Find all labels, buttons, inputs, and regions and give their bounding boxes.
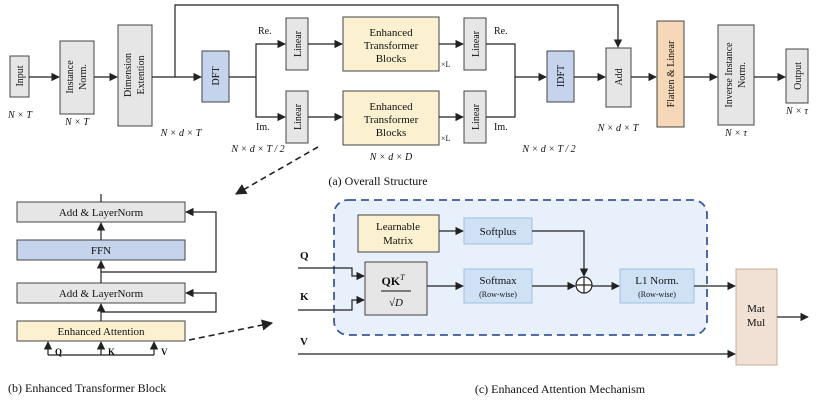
softmax-box [463, 268, 533, 304]
add-layernorm-bottom-label: Add & LayerNorm [59, 288, 144, 300]
dimension-extention-label-2: Extention [136, 56, 147, 95]
qkt-label: QKT [381, 273, 405, 288]
etb-im-label-1: Enhanced [369, 101, 413, 113]
attention-caption: (c) Enhanced Attention Mechanism [475, 382, 646, 396]
linear-im-left-label: Linear [293, 103, 304, 130]
q-label: Q [300, 250, 309, 262]
idft-box [546, 50, 575, 103]
attention-mechanism: Learnable Matrix Softplus QKT √D Softmax… [298, 199, 809, 396]
softplus-box [463, 217, 533, 245]
softplus-label: Softplus [480, 226, 517, 238]
instance-norm-box [59, 40, 95, 115]
linear-re-right-label: Linear [471, 30, 482, 57]
im-label-left: Im. [256, 122, 270, 133]
learnable-matrix-label-1: Learnable [376, 221, 420, 233]
dft-dims: N × d × T / 2 [230, 144, 284, 155]
dim-ext-dims: N × d × T [160, 128, 203, 139]
matmul-label-1: Mat [747, 303, 765, 315]
instance-norm-label-2: Norm. [78, 64, 89, 90]
softplus-to-plus-arrow [532, 230, 589, 277]
k-to-qkt-arrow [298, 295, 365, 311]
arrow-dft-im [255, 77, 286, 122]
dimension-extention-box [117, 24, 153, 127]
re-label-right: Re. [494, 26, 508, 37]
matmul-box [735, 268, 778, 366]
etb-im-times-l: ×L [441, 134, 451, 143]
linear-re-left-label: Linear [293, 30, 304, 57]
softmax-sub: (Row-wise) [479, 290, 517, 299]
etb-im-box [342, 90, 440, 146]
flatten-linear-label: Flatten & Linear [666, 40, 677, 107]
etb-im-label-3: Blocks [376, 127, 407, 139]
qkt-box [364, 261, 428, 316]
v-label: V [300, 336, 308, 348]
output-dims: N × τ [785, 106, 808, 117]
dashed-arrow-to-attention [188, 319, 274, 341]
inv-norm-dims: N × τ [724, 128, 747, 139]
arrow-linear-idft-re [486, 43, 547, 82]
v-input-label: V [161, 347, 168, 357]
matmul-label-2: Mul [747, 317, 765, 329]
idft-dims: N × d × T / 2 [521, 144, 575, 155]
qkt-sup: T [400, 273, 405, 282]
softmax-label: Softmax [479, 275, 517, 287]
add-dims: N × d × T [597, 123, 640, 134]
dft-label: DFT [211, 67, 222, 86]
overall-structure: Input N × T Instance Norm. N × T Dimensi… [7, 4, 809, 195]
etb-re-label-3: Blocks [376, 53, 407, 65]
inverse-instance-norm-label-2: Norm. [737, 62, 748, 88]
flatten-linear-box [656, 20, 685, 128]
re-label-left: Re. [258, 26, 272, 37]
dimension-extention-label-1: Dimension [123, 53, 134, 97]
im-label-right: Im. [494, 122, 508, 133]
etb-re-label-1: Enhanced [369, 27, 413, 39]
transformer-block: Add & LayerNorm FFN Add & LayerNorm Enha… [8, 194, 274, 395]
arrow-dft-re [229, 39, 286, 78]
learnable-matrix-box [357, 214, 440, 253]
etb-re-box [342, 16, 440, 72]
residual-path [174, 4, 623, 77]
enhanced-attention-label: Enhanced Attention [57, 326, 145, 338]
add-layernorm-top-label: Add & LayerNorm [59, 207, 144, 219]
residual-attn [101, 288, 217, 313]
qkt-text: QK [381, 274, 400, 288]
output-box [785, 48, 809, 104]
l1-norm-label: L1 Norm. [635, 275, 679, 287]
k-label: K [300, 291, 309, 303]
add-box [605, 47, 632, 108]
overall-caption: (a) Overall Structure [328, 174, 427, 188]
output-label: Output [793, 62, 804, 90]
dft-box [201, 50, 230, 103]
linear-im-right-label: Linear [471, 103, 482, 130]
q-to-qkt-arrow [298, 267, 365, 281]
etb-re-times-l: ×L [441, 60, 451, 69]
inverse-instance-norm-label-1: Inverse Instance [724, 42, 735, 108]
input-dims: N × T [7, 110, 33, 121]
residual-ffn [101, 207, 217, 273]
instance-norm-dims: N × T [64, 117, 90, 128]
q-input-label: Q [55, 347, 62, 357]
idft-label: IDFT [556, 65, 567, 87]
dashed-arrow-to-block [235, 146, 319, 195]
l1-norm-sub: (Row-wise) [638, 290, 676, 299]
input-label: Input [15, 65, 26, 86]
arrow-linear-idft-im [486, 77, 516, 118]
etb-im-label-2: Transformer [364, 114, 419, 126]
add-label: Add [614, 68, 625, 85]
sqrt-d-label: √D [389, 297, 403, 309]
inverse-instance-norm-box [717, 24, 755, 126]
learnable-matrix-label-2: Matrix [383, 235, 413, 247]
ffn-label: FFN [91, 245, 111, 257]
instance-norm-label-1: Instance [65, 60, 76, 94]
etb-re-label-2: Transformer [364, 40, 419, 52]
etb-dims: N × d × D [369, 152, 413, 163]
k-input-label: K [108, 347, 115, 357]
block-caption: (b) Enhanced Transformer Block [8, 381, 166, 395]
